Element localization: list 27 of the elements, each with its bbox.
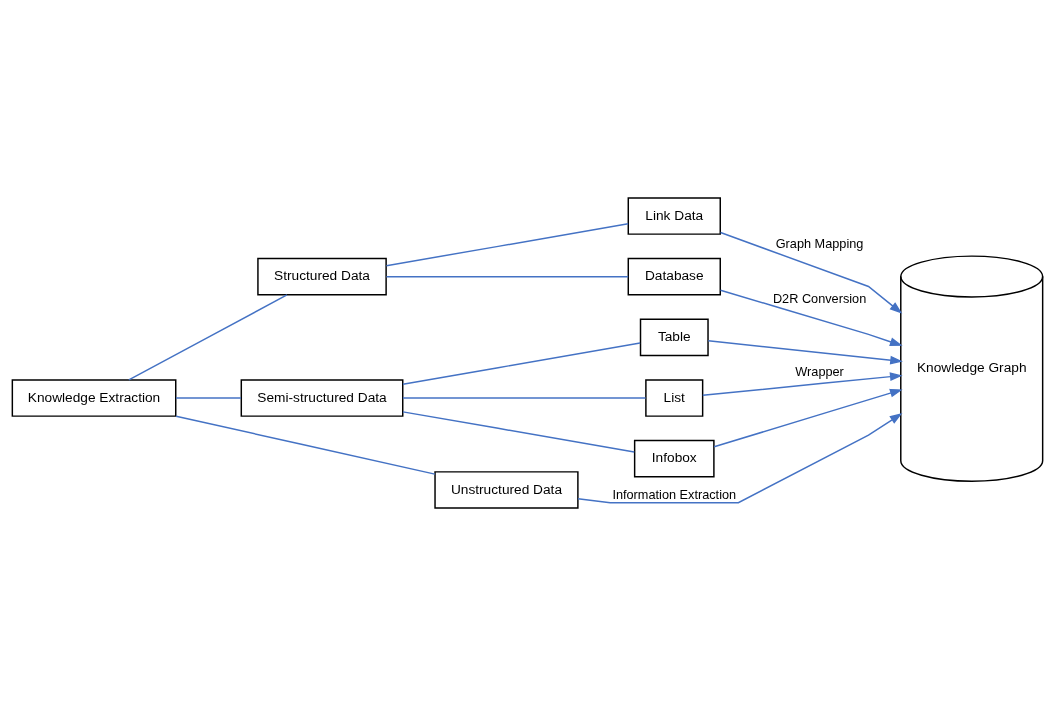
connector bbox=[402, 410, 635, 453]
node-box: Unstructured Data bbox=[434, 470, 579, 509]
arrow bbox=[719, 231, 903, 314]
connector bbox=[402, 396, 647, 399]
node-box: List bbox=[645, 378, 704, 417]
edge-label: Wrapper bbox=[795, 363, 844, 379]
node-box: Infobox bbox=[633, 439, 715, 477]
arrow bbox=[577, 412, 903, 503]
edge-label: D2R Conversion bbox=[772, 290, 867, 306]
node-box: Semi-structured Data bbox=[240, 378, 404, 417]
connector bbox=[128, 293, 288, 381]
connector bbox=[402, 341, 641, 385]
connector bbox=[175, 414, 436, 475]
arrow bbox=[702, 371, 903, 396]
connector bbox=[385, 275, 629, 277]
arrow bbox=[719, 288, 903, 346]
node-box: Link Data bbox=[627, 196, 721, 235]
connector bbox=[175, 396, 242, 399]
connector bbox=[385, 222, 629, 266]
edge-label: Information Extraction bbox=[612, 486, 737, 502]
arrow bbox=[707, 339, 903, 365]
node-box: Database bbox=[627, 257, 721, 295]
edge-label: Graph Mapping bbox=[775, 235, 864, 251]
node-box: Knowledge Extraction bbox=[11, 378, 177, 417]
node-box: Table bbox=[639, 318, 709, 356]
node-box: Structured Data bbox=[257, 257, 387, 295]
arrow bbox=[713, 388, 903, 448]
